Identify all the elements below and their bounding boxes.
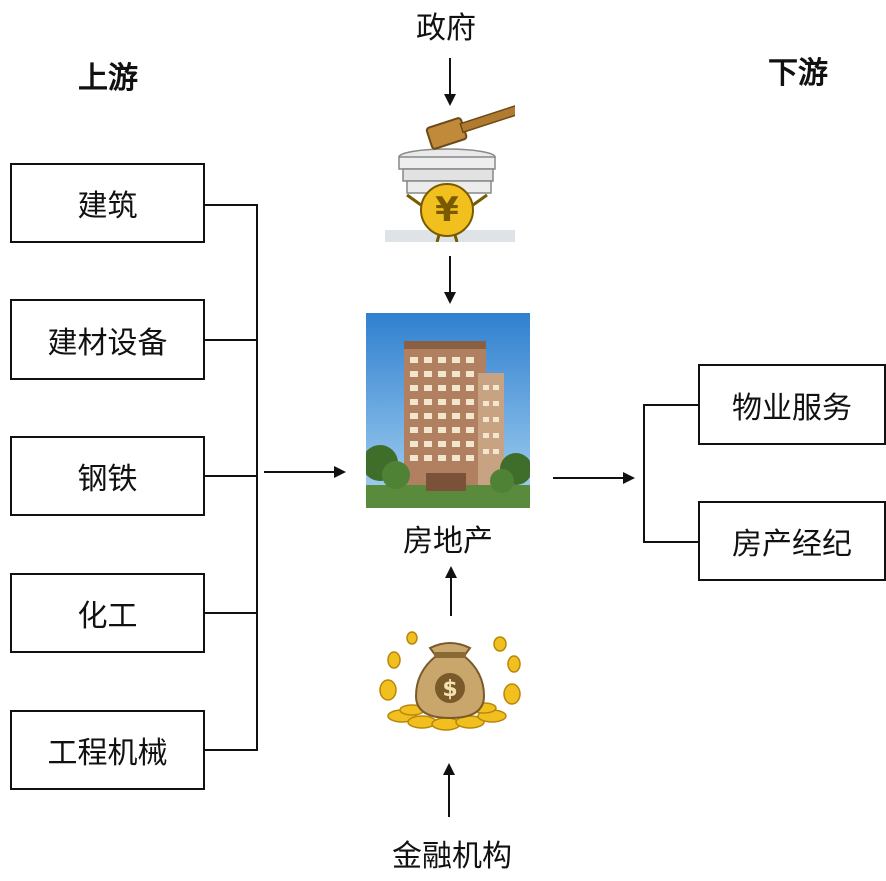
- finance-institutions-label: 金融机构: [392, 839, 512, 874]
- downstream-box-brokerage: 房产经纪: [698, 501, 886, 581]
- downstream-connector: [643, 404, 699, 406]
- upstream-bracket-vertical: [256, 204, 258, 751]
- downstream-bracket-vertical: [643, 404, 645, 542]
- money-bag-coins-icon: $: [372, 624, 528, 734]
- policy-arrow-shaft: [449, 256, 451, 292]
- downstream-heading: 下游: [768, 56, 828, 91]
- gov-arrow-shaft: [449, 58, 451, 94]
- gov-arrowhead: [444, 94, 456, 106]
- upstream-box-construction: 建筑: [10, 163, 205, 243]
- funding-arrow-shaft: [450, 578, 452, 616]
- upstream-arrow-shaft: [264, 471, 334, 473]
- real-estate-label: 房地产: [403, 524, 493, 559]
- upstream-label-machinery: 工程机械: [47, 736, 168, 771]
- downstream-label-property-services: 物业服务: [732, 390, 852, 426]
- svg-text:¥: ¥: [435, 190, 459, 230]
- upstream-label-chemical: 化工: [77, 599, 138, 634]
- finance-arrowhead: [443, 763, 455, 775]
- svg-text:$: $: [442, 677, 457, 702]
- upstream-box-machinery: 工程机械: [10, 710, 205, 790]
- upstream-arrowhead: [334, 466, 346, 478]
- upstream-label-materials-equipment: 建材设备: [47, 325, 168, 361]
- policy-arrowhead: [444, 292, 456, 304]
- funding-arrowhead: [445, 566, 457, 578]
- upstream-connector: [205, 204, 257, 206]
- downstream-label-brokerage: 房产经纪: [732, 527, 852, 562]
- upstream-box-materials-equipment: 建材设备: [10, 299, 205, 380]
- upstream-connector: [205, 749, 257, 751]
- downstream-box-property-services: 物业服务: [698, 364, 886, 445]
- upstream-heading: 上游: [78, 61, 138, 96]
- upstream-connector: [205, 612, 257, 614]
- government-label: 政府: [416, 11, 476, 46]
- upstream-label-construction: 建筑: [77, 189, 138, 224]
- downstream-arrowhead: [623, 472, 635, 484]
- upstream-label-steel: 钢铁: [77, 462, 138, 497]
- upstream-box-chemical: 化工: [10, 573, 205, 653]
- apartment-building-icon: [366, 313, 530, 508]
- downstream-connector: [643, 541, 699, 543]
- finance-arrow-shaft: [448, 775, 450, 817]
- upstream-connector: [205, 339, 257, 341]
- gavel-yuan-icon: ¥: [385, 105, 515, 242]
- upstream-connector: [205, 475, 257, 477]
- downstream-arrow-shaft: [553, 477, 623, 479]
- upstream-box-steel: 钢铁: [10, 436, 205, 516]
